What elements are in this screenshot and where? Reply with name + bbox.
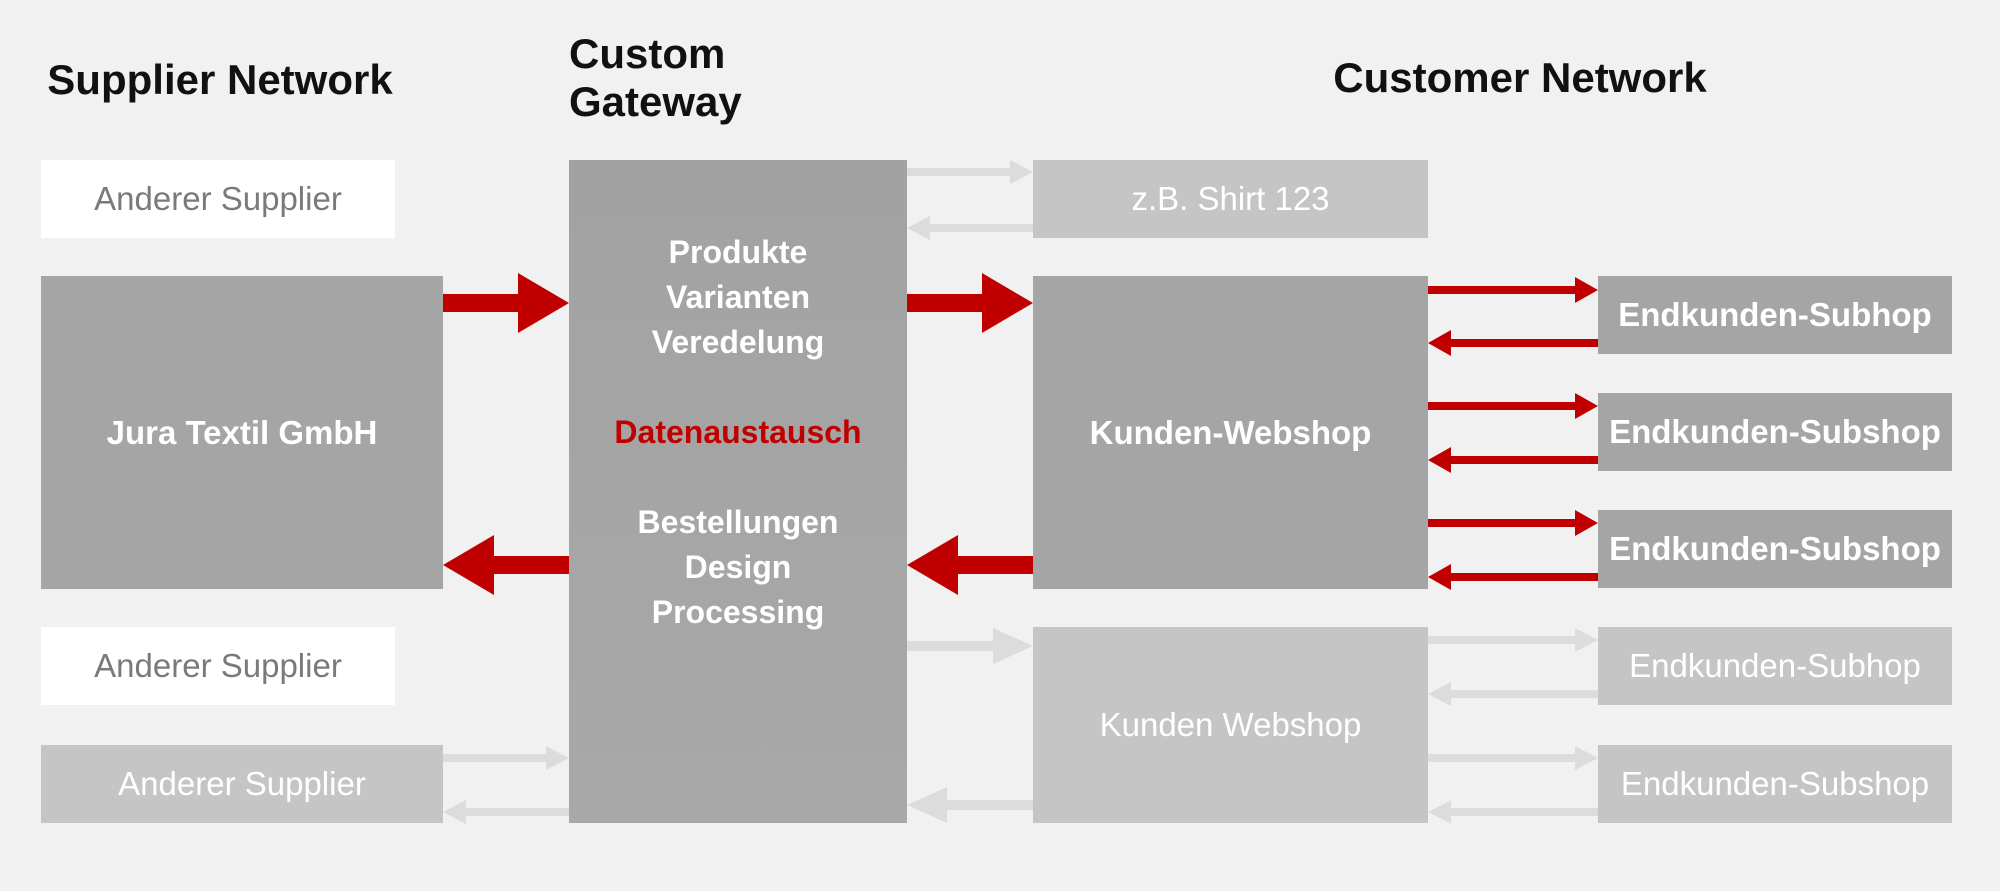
customer-box-shirt: z.B. Shirt 123: [1033, 160, 1428, 238]
supplier-box-other-top: Anderer Supplier: [41, 160, 395, 238]
supplier-box-other-middle: Anderer Supplier: [41, 627, 395, 705]
gateway-item-varianten: Varianten: [665, 279, 811, 315]
subshop-red-arrows: [1428, 277, 1598, 590]
arrow-gateway-to-bottom-supplier: [443, 800, 569, 824]
gateway-item-veredelung: Veredelung: [651, 324, 825, 360]
supplier-box-other-bottom: Anderer Supplier: [41, 745, 443, 823]
arrow-webshop-to-subshop-5: [1428, 746, 1598, 770]
arrow-subshop-2-to-webshop: [1428, 447, 1598, 473]
subshop-box-3: Endkunden-Subshop: [1598, 510, 1952, 588]
arrow-subshop-4-to-webshop: [1428, 682, 1598, 706]
subshop-box-2: Endkunden-Subshop: [1598, 393, 1952, 471]
arrow-gateway-to-other-webshop: [907, 628, 1033, 664]
gateway-box: Produkte Varianten Veredelung Datenausta…: [569, 160, 907, 823]
gateway-datenaustausch: Datenaustausch: [614, 414, 862, 450]
arrow-webshop-to-subshop-3: [1428, 510, 1598, 536]
arrow-shirt-to-gateway: [907, 216, 1033, 240]
gateway-item-bestellungen: Bestellungen: [637, 504, 839, 540]
gateway-item-processing: Processing: [651, 594, 825, 630]
arrow-webshop-to-subshop-2: [1428, 393, 1598, 419]
subshop-box-4: Endkunden-Subhop: [1598, 627, 1952, 705]
arrow-webshop-to-gateway: [907, 535, 1033, 595]
heading-customer-network: Customer Network: [1333, 54, 1707, 101]
subshop-box-5: Endkunden-Subshop: [1598, 745, 1952, 823]
supplier-box-jura-textil: Jura Textil GmbH: [41, 276, 443, 589]
arrow-subshop-3-to-webshop: [1428, 564, 1598, 590]
customer-box-kunden-webshop-other: Kunden Webshop: [1033, 627, 1428, 823]
arrow-gateway-to-shirt: [907, 160, 1033, 184]
arrow-gateway-to-webshop: [907, 273, 1033, 333]
arrow-webshop-to-subshop-1: [1428, 277, 1598, 303]
arrow-bottom-supplier-to-gateway: [443, 746, 569, 770]
gateway-item-design: Design: [684, 549, 792, 585]
customer-box-kunden-webshop: Kunden-Webshop: [1033, 276, 1428, 589]
arrow-gateway-to-supplier: [443, 535, 569, 595]
gateway-item-produkte: Produkte: [668, 234, 808, 270]
arrow-webshop-to-subshop-4: [1428, 628, 1598, 652]
arrow-subshop-5-to-webshop: [1428, 800, 1598, 824]
subshop-box-1: Endkunden-Subhop: [1598, 276, 1952, 354]
heading-supplier-network: Supplier Network: [47, 56, 393, 103]
arrow-other-webshop-to-gateway: [907, 787, 1033, 823]
arrow-subshop-1-to-webshop: [1428, 330, 1598, 356]
faded-arrows: [443, 160, 1598, 824]
arrow-supplier-to-gateway: [443, 273, 569, 333]
